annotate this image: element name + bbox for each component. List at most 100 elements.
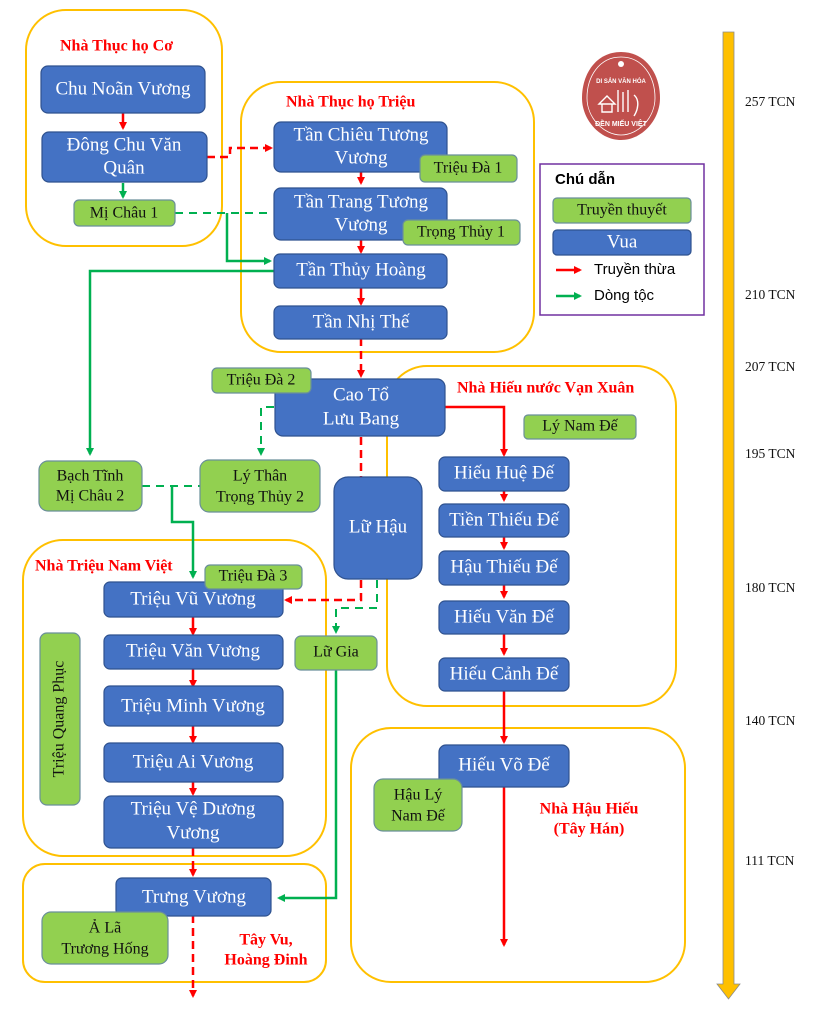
svg-text:Lữ Hậu: Lữ Hậu: [349, 516, 408, 537]
node-trieu-da-1: Triệu Đà 1: [419, 154, 518, 183]
node-trung-vuong: Trưng Vương: [115, 877, 272, 917]
node-chu-noan-vuong: Chu Noãn Vương: [40, 65, 206, 114]
node-a-la-truong-hong: Ả Lã Trương Hống: [41, 911, 169, 965]
svg-text:Cao Tổ: Cao Tổ: [333, 384, 389, 405]
group-title-hau-hieu-1: Nhà Hậu Hiếu: [540, 801, 639, 818]
node-hieu-canh-de: Hiếu Cảnh Đế: [438, 657, 570, 692]
node-hieu-vo-de: Hiếu Võ Đế: [438, 744, 570, 788]
svg-text:Tần Chiêu Tương: Tần Chiêu Tương: [293, 124, 429, 145]
svg-text:Triệu Đà 3: Triệu Đà 3: [219, 568, 288, 585]
svg-text:Hiếu Văn Đế: Hiếu Văn Đế: [454, 606, 554, 627]
node-trieu-ai-vuong: Triệu Ai Vương: [103, 742, 284, 783]
logo-sun-icon: [618, 61, 624, 67]
group-title-tay-vu-2: Hoàng Đinh: [224, 952, 307, 969]
arrow-thuy-hoang-to-bach-tinh: [86, 269, 275, 456]
svg-text:Triệu Vệ Dương: Triệu Vệ Dương: [131, 798, 256, 819]
svg-text:Lý Nam Đế: Lý Nam Đế: [542, 418, 618, 435]
timeline-label: 180 TCN: [745, 580, 796, 595]
svg-text:Lữ Gia: Lữ Gia: [313, 644, 359, 661]
svg-text:Tần Nhị Thế: Tần Nhị Thế: [313, 311, 410, 332]
arrow-lineage-to-trieu-vu: [170, 486, 197, 579]
svg-text:Tần Thủy Hoàng: Tần Thủy Hoàng: [296, 259, 426, 280]
arrow-mi-chau-to-thuy-hoang: [225, 213, 272, 265]
node-mi-chau-1: Mị Châu 1: [73, 199, 176, 227]
timeline-label: 140 TCN: [745, 713, 796, 728]
svg-text:Mị Châu 1: Mị Châu 1: [90, 205, 158, 222]
node-trieu-van-vuong: Triệu Văn Vương: [103, 634, 284, 670]
svg-text:Triệu Văn Vương: Triệu Văn Vương: [126, 640, 261, 661]
logo-temple-icon: [597, 90, 639, 117]
node-ly-than-trong-thuy-2: Lý Thân Trọng Thủy 2: [199, 459, 321, 513]
svg-text:Hậu Lý: Hậu Lý: [394, 787, 442, 804]
svg-text:Trọng Thủy 2: Trọng Thủy 2: [216, 489, 304, 506]
group-title-thuc-trieu: Nhà Thục họ Triệu: [286, 94, 415, 111]
svg-text:Hiếu Võ Đế: Hiếu Võ Đế: [458, 754, 550, 775]
arrow-cao-to-to-hieu-hue: [445, 405, 508, 457]
svg-text:Hậu Thiếu Đế: Hậu Thiếu Đế: [450, 556, 558, 577]
svg-text:Vương: Vương: [166, 822, 220, 843]
svg-text:Bạch Tĩnh: Bạch Tĩnh: [57, 468, 124, 485]
node-tan-chieu-tuong-vuong: Tần Chiêu Tương Vương: [273, 121, 448, 173]
node-trieu-da-2: Triệu Đà 2: [211, 367, 312, 394]
node-trieu-da-3: Triệu Đà 3: [204, 564, 303, 590]
group-box-trieu-nam-viet: [22, 539, 327, 857]
svg-text:ĐỀN MIẾU VIỆT: ĐỀN MIẾU VIỆT: [595, 118, 647, 128]
timeline-label: 210 TCN: [745, 287, 796, 302]
node-lu-hau: Lữ Hậu: [333, 476, 423, 580]
svg-text:Lý Thân: Lý Thân: [233, 468, 287, 485]
node-trong-thuy-1: Trọng Thủy 1: [402, 219, 521, 246]
svg-text:Hiếu Huệ Đế: Hiếu Huệ Đế: [454, 462, 555, 483]
key-legend-swatch: Truyền thuyết: [552, 197, 692, 224]
group-box-thuc-trieu: [240, 81, 535, 353]
timeline-labels: 257 TCN 210 TCN 207 TCN 195 TCN 180 TCN 140 T…: [745, 94, 796, 868]
arrow-lu-hau-to-trieu-vu: [284, 580, 363, 604]
svg-text:Lưu Bang: Lưu Bang: [323, 408, 400, 429]
svg-text:Tần Trang Tương: Tần Trang Tương: [294, 191, 429, 212]
timeline-label: 207 TCN: [745, 359, 796, 374]
svg-text:DI SẢN VĂN HÓA: DI SẢN VĂN HÓA: [596, 77, 646, 85]
key-king-swatch: Vua: [552, 229, 692, 256]
svg-text:Triệu Quang Phục: Triệu Quang Phục: [51, 661, 68, 778]
node-tan-thuy-hoang: Tần Thủy Hoàng: [273, 253, 448, 289]
svg-text:Triệu Đà 2: Triệu Đà 2: [227, 372, 296, 389]
svg-text:Truyền thuyết: Truyền thuyết: [577, 202, 667, 219]
group-title-tay-vu-1: Tây Vu,: [239, 932, 292, 949]
svg-text:Hiếu Cảnh Đế: Hiếu Cảnh Đế: [450, 663, 559, 684]
node-bach-tinh-mi-chau-2: Bạch Tĩnh Mị Châu 2: [38, 460, 143, 512]
timeline-label: 257 TCN: [745, 94, 796, 109]
svg-text:Tiền Thiếu Đế: Tiền Thiếu Đế: [449, 509, 559, 530]
svg-text:Ả Lã: Ả Lã: [89, 918, 121, 937]
node-hau-thieu-de: Hậu Thiếu Đế: [438, 550, 570, 586]
timeline-arrow: [716, 31, 741, 1000]
arrow-lu-gia-to-trung: [277, 670, 338, 902]
node-hau-ly-nam-de: Hậu Lý Nam Đế: [373, 778, 463, 832]
svg-text:Triệu Đà 1: Triệu Đà 1: [434, 160, 503, 177]
group-title-thuc-co: Nhà Thục họ Cơ: [60, 38, 173, 55]
arrow-lu-hau-to-lu-gia: [332, 580, 378, 634]
svg-text:Vương: Vương: [334, 147, 388, 168]
group-box-tay-vu: [22, 863, 327, 983]
key-title: Chú dẫn: [555, 171, 615, 188]
logo-di-san-van-hoa: DI SẢN VĂN HÓA ĐỀN MIẾU VIỆT: [582, 52, 660, 140]
group-title-hieu-van-xuan: Nhà Hiếu nước Vạn Xuân: [457, 380, 634, 397]
node-dong-chu-van-quan: Đông Chu Văn Quân: [41, 131, 208, 183]
svg-text:Triệu Vũ Vương: Triệu Vũ Vương: [130, 588, 256, 609]
svg-text:Quân: Quân: [103, 157, 145, 178]
svg-text:Trưng Vương: Trưng Vương: [142, 886, 247, 907]
svg-text:Đông Chu Văn: Đông Chu Văn: [67, 134, 182, 155]
group-title-hau-hieu-2: (Tây Hán): [554, 821, 625, 838]
timeline-label: 195 TCN: [745, 446, 796, 461]
svg-text:Chu Noãn Vương: Chu Noãn Vương: [55, 78, 191, 99]
key-lineage-label: Dòng tộc: [594, 287, 655, 304]
group-title-trieu-nam-viet: Nhà Triệu Nam Việt: [35, 558, 173, 575]
group-box-hau-hieu: [350, 727, 686, 983]
svg-text:Triệu Ai Vương: Triệu Ai Vương: [133, 751, 254, 772]
node-trieu-ve-duong-vuong: Triệu Vệ Dương Vương: [103, 795, 284, 849]
svg-text:Triệu Minh Vương: Triệu Minh Vương: [121, 695, 265, 716]
svg-text:Vua: Vua: [607, 231, 638, 252]
key-box: Chú dẫn Truyền thuyết Vua Truyền thừa Dò…: [539, 163, 705, 316]
group-box-thuc-co: [25, 9, 223, 247]
svg-text:Mị Châu 2: Mị Châu 2: [56, 488, 124, 505]
node-hieu-hue-de: Hiếu Huệ Đế: [438, 456, 570, 492]
